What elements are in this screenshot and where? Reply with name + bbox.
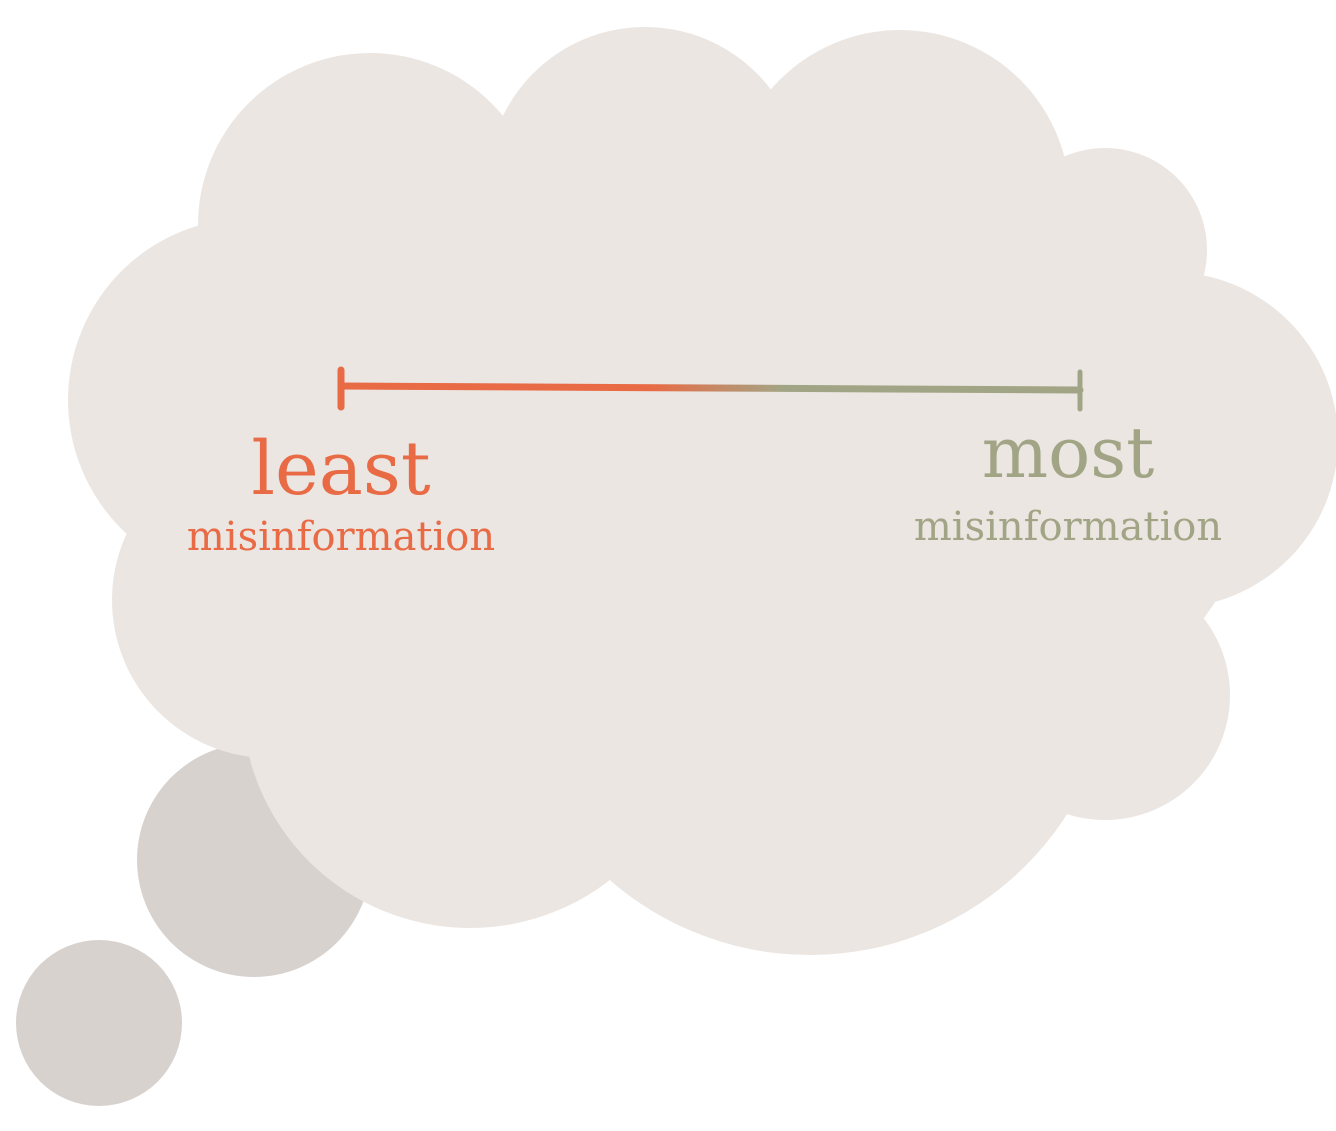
thought-cloud	[68, 27, 1336, 955]
least-subtitle: misinformation	[187, 514, 495, 560]
most-subtitle: misinformation	[914, 504, 1222, 550]
small-thought-bubble	[16, 940, 182, 1106]
most-label: most misinformation	[914, 412, 1222, 550]
least-word: least	[251, 426, 431, 512]
scale-line	[337, 382, 1084, 394]
most-word: most	[982, 412, 1155, 494]
least-label: least misinformation	[187, 426, 495, 560]
misinformation-scale	[337, 366, 1084, 412]
